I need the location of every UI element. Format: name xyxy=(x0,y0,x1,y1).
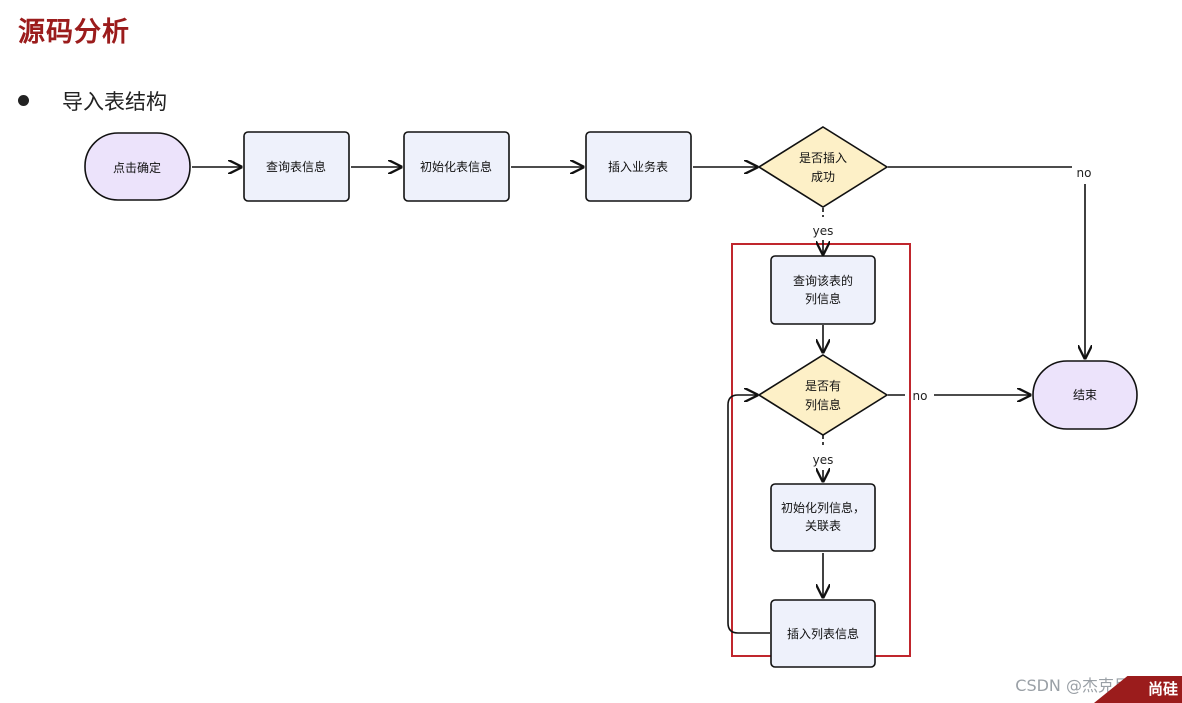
node-insert-columns-label: 插入列表信息 xyxy=(787,626,859,641)
edge-label-columns-no: no xyxy=(913,389,928,403)
node-insert-columns: 插入列表信息 xyxy=(770,599,876,668)
edge-label-columns-yes: yes xyxy=(813,453,834,467)
node-init-columns-line2: 关联表 xyxy=(805,519,841,533)
node-query-table: 查询表信息 xyxy=(243,131,350,202)
node-end: 结束 xyxy=(1032,360,1138,430)
node-init-columns-line1: 初始化列信息， xyxy=(781,500,865,515)
edge-loop-back xyxy=(727,395,770,634)
node-query-columns-line2: 列信息 xyxy=(805,291,841,306)
node-insert-business-label: 插入业务表 xyxy=(608,159,668,174)
node-decision-columns: 是否有 列信息 xyxy=(757,354,889,436)
edge-label-insert-no: no xyxy=(1077,166,1092,180)
node-query-table-label: 查询表信息 xyxy=(266,159,326,174)
node-decision-insert: 是否插入 成功 xyxy=(757,126,889,208)
page-title: 源码分析 xyxy=(18,17,130,48)
bullet-dot xyxy=(18,95,29,106)
bullet-text: 导入表结构 xyxy=(62,90,167,114)
node-query-columns-line1: 查询该表的 xyxy=(793,273,853,288)
node-end-label: 结束 xyxy=(1073,388,1097,402)
node-insert-business: 插入业务表 xyxy=(585,131,692,202)
node-decision-columns-line1: 是否有 xyxy=(805,379,841,393)
node-init-table-label: 初始化表信息 xyxy=(420,159,492,174)
node-decision-columns-line2: 列信息 xyxy=(805,397,841,412)
node-decision-insert-line2: 成功 xyxy=(811,170,835,184)
node-init-columns: 初始化列信息， 关联表 xyxy=(770,483,876,552)
node-start-label: 点击确定 xyxy=(113,160,161,175)
node-start: 点击确定 xyxy=(84,132,191,201)
node-init-table: 初始化表信息 xyxy=(403,131,510,202)
watermark: CSDN @杰克尼 xyxy=(1015,676,1130,695)
node-decision-insert-line1: 是否插入 xyxy=(799,151,847,165)
node-query-columns: 查询该表的 列信息 xyxy=(770,255,876,325)
edge-label-insert-yes: yes xyxy=(813,224,834,238)
